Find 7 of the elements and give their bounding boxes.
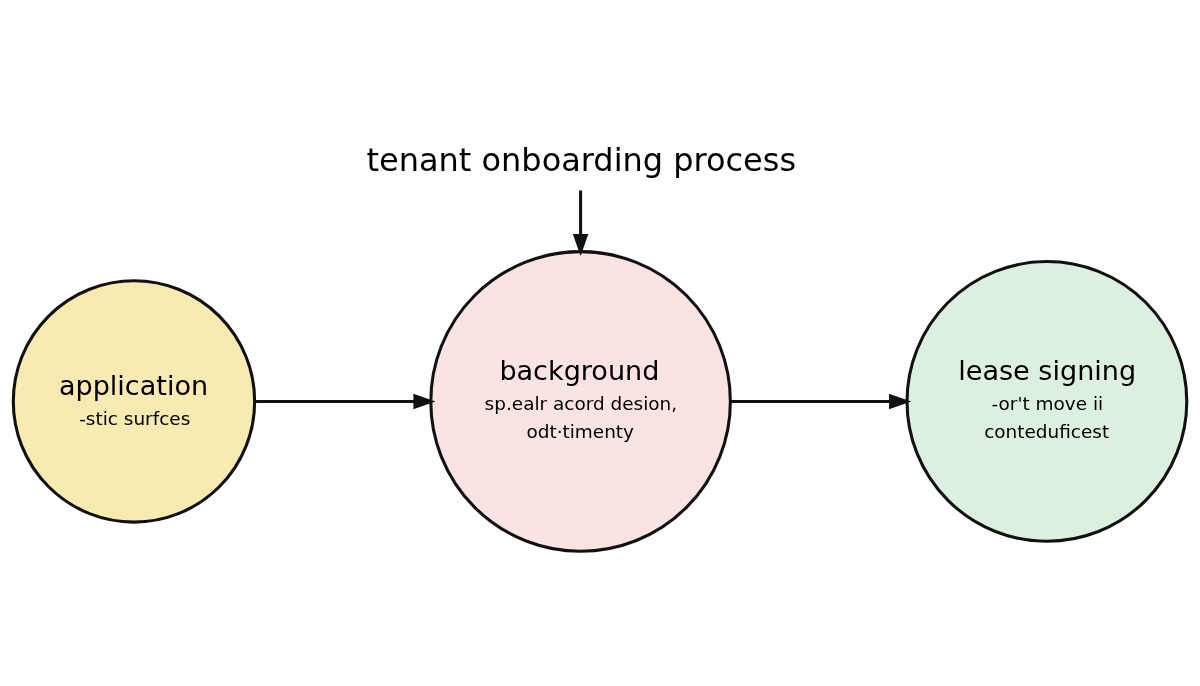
node-text: tenant onboarding process — [366, 140, 797, 179]
node-circle: lease signing -or't move ii conteduficest — [905, 260, 1189, 543]
node-circle: background sp.ealr acord desion, odt·timenty — [429, 250, 732, 553]
node-circle: application -stic surfces — [11, 279, 257, 524]
arrow — [572, 190, 589, 257]
arrow — [730, 393, 912, 410]
arrow — [255, 393, 436, 410]
